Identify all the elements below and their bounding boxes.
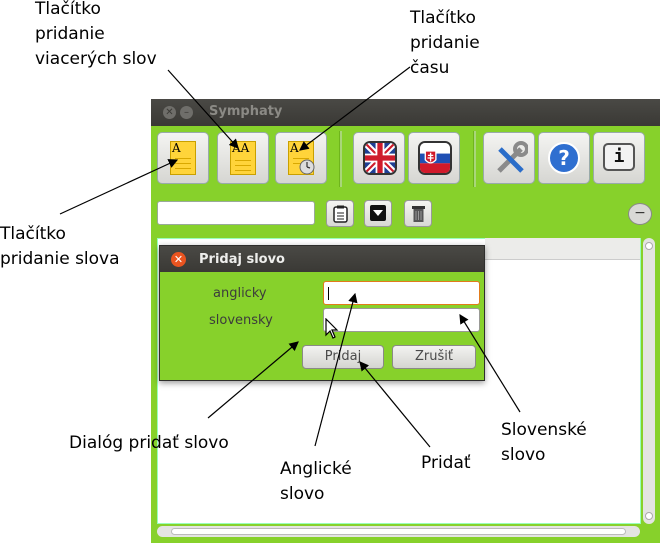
add-button[interactable]: Pridaj bbox=[302, 345, 384, 369]
add-time-button[interactable]: A bbox=[275, 132, 327, 184]
dialog-title: Pridaj slovo bbox=[199, 252, 285, 267]
document-icon: A bbox=[170, 141, 196, 175]
info-icon: i bbox=[603, 143, 635, 171]
add-word-button[interactable]: A bbox=[157, 132, 209, 184]
search-input[interactable] bbox=[157, 201, 315, 225]
clipboard-icon bbox=[333, 205, 348, 223]
info-button[interactable]: i bbox=[593, 132, 645, 184]
mouse-cursor-icon bbox=[325, 318, 339, 339]
toolbar-separator bbox=[473, 131, 476, 187]
slovak-button[interactable] bbox=[408, 132, 460, 184]
vertical-scrollbar[interactable] bbox=[643, 238, 655, 524]
cancel-button[interactable]: Zrušiť bbox=[392, 345, 476, 369]
close-icon[interactable]: ✕ bbox=[171, 252, 186, 267]
help-icon: ? bbox=[548, 142, 580, 174]
horizontal-scrollbar[interactable] bbox=[157, 526, 640, 537]
window-title: Symphaty bbox=[209, 104, 283, 119]
minimize-icon[interactable]: – bbox=[180, 106, 193, 119]
settings-button[interactable] bbox=[483, 132, 535, 184]
sk-flag-icon bbox=[418, 141, 452, 175]
add-time-glyph: A bbox=[290, 141, 299, 155]
tools-icon bbox=[497, 141, 528, 173]
english-button[interactable] bbox=[353, 132, 405, 184]
list-header bbox=[485, 238, 640, 260]
annotation-english-word: Anglické slovo bbox=[280, 459, 352, 504]
window-titlebar[interactable]: ✕ – Symphaty bbox=[151, 99, 660, 126]
annotation-add: Pridať bbox=[421, 453, 471, 473]
add-word-glyph: A bbox=[172, 141, 181, 155]
slovak-field[interactable] bbox=[323, 308, 480, 332]
slovak-label: slovensky bbox=[209, 313, 273, 328]
annotation-add-time: Tlačítko pridanie času bbox=[410, 8, 480, 78]
annotation-add-word: Tlačítko pridanie slova bbox=[0, 224, 120, 269]
english-label: anglicky bbox=[213, 286, 267, 301]
dropdown-button[interactable] bbox=[364, 200, 392, 227]
paste-button[interactable] bbox=[326, 200, 354, 227]
document-clock-icon: A bbox=[288, 141, 315, 175]
toolbar-separator bbox=[339, 131, 342, 187]
trash-icon bbox=[412, 206, 425, 222]
uk-flag-icon bbox=[363, 141, 397, 175]
minus-icon[interactable]: − bbox=[628, 203, 652, 225]
annotation-dialog: Dialóg pridať slovo bbox=[69, 433, 229, 453]
close-icon[interactable]: ✕ bbox=[163, 106, 176, 119]
annotation-slovak-word: Slovenské slovo bbox=[501, 420, 587, 465]
clock-icon bbox=[299, 159, 315, 175]
clear-button[interactable] bbox=[404, 200, 432, 227]
chevron-down-icon bbox=[370, 205, 386, 221]
annotation-add-multiple: Tlačítko pridanie viacerých slov bbox=[35, 0, 157, 69]
dialog-titlebar[interactable]: ✕ Pridaj slovo bbox=[160, 246, 484, 272]
help-button[interactable]: ? bbox=[538, 132, 590, 184]
